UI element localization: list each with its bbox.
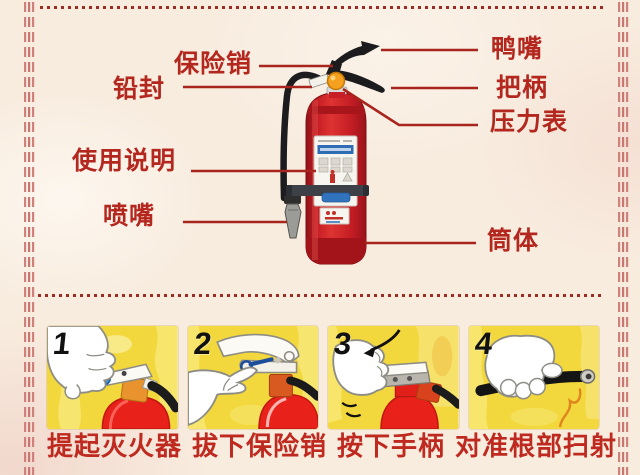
label-duck-bill: 鸭嘴 [491,35,544,63]
left-border-pattern [24,0,35,475]
pressure-gauge-ball [326,71,346,91]
step-panel-1: 1 [47,326,178,429]
step3-glove-fist [332,339,390,396]
middle-dotted-divider [38,294,605,297]
pointer-lines [183,48,478,245]
step-2-illustration [187,326,318,429]
usage-steps: 1 2 [47,326,599,429]
label-cylinder-body: 筒体 [487,227,540,255]
step2-hose [285,376,318,401]
step1-hose [147,381,178,413]
top-dotted-divider [40,6,605,9]
step-captions: 提起灭火器 拔下保险销 按下手柄 对准根部扫射 [47,431,616,461]
step-1-illustration [47,326,178,429]
pointer-pressure-gauge [342,87,478,127]
step-4-caption: 对准根部扫射 [455,431,618,461]
label-lead-seal: 铅封 [113,75,166,103]
step-panel-3: 3 [328,326,459,429]
press-lever-duck-bill [330,41,380,70]
step-number: 2 [191,326,213,361]
step-3-illustration [328,326,459,429]
label-blue-bar [321,192,351,203]
step3-hose [431,384,459,409]
label-pressure-gauge: 压力表 [490,108,569,136]
label-instructions: 使用说明 [72,147,177,175]
certification-label [319,207,350,225]
step-number: 4 [472,326,494,361]
step2-safety-pin [248,357,274,367]
step-panel-4: 4 [468,326,599,429]
step-3-caption: 按下手柄 [337,431,446,461]
right-border-pattern [618,0,629,475]
nozzle [284,195,302,239]
valve-assembly [308,41,385,98]
step-4-illustration [468,326,599,429]
step-1-caption: 提起灭火器 [47,431,183,461]
carry-handle [330,70,385,93]
step-2-caption: 拔下保险销 [192,431,328,461]
step4-flame-outline [558,388,581,428]
step2-upper-jaw [215,333,299,366]
step-panel-2: 2 [187,326,318,429]
step1-glove-hand [47,326,116,394]
label-nozzle: 喷嘴 [103,202,156,230]
extinguisher-diagram [183,41,478,265]
label-handle: 把柄 [496,74,549,102]
label-safety-pin: 保险销 [174,50,253,78]
step2-glove-hand [187,366,258,426]
